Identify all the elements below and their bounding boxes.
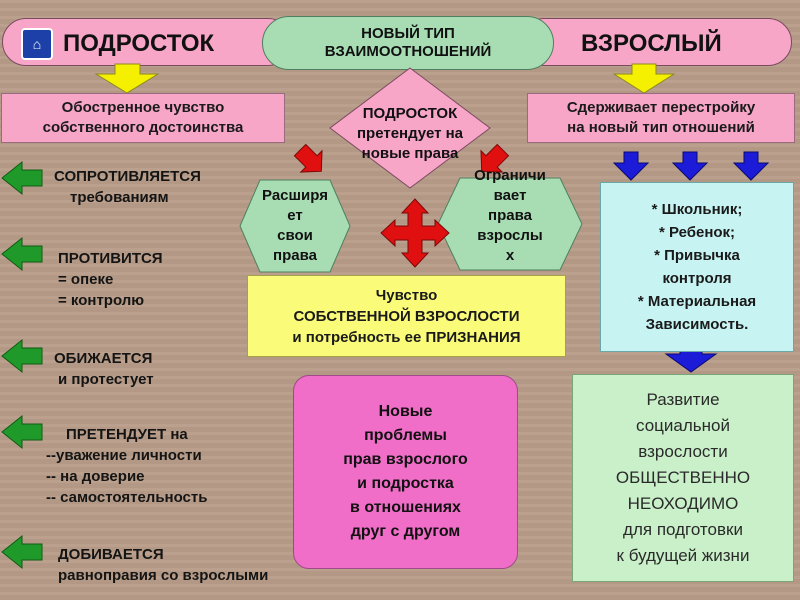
left-item-3-line1: ОБИЖАЕТСЯ	[54, 350, 153, 367]
social-line6: для подготовки	[623, 520, 743, 539]
social-line4: ОБЩЕСТВЕННО	[615, 468, 751, 487]
hex-left-line3: свои	[277, 227, 313, 244]
left-item-1: СОПРОТИВЛЯЕТСЯ требованиям	[54, 166, 201, 208]
dependency-line1: * Школьник;	[651, 201, 743, 218]
hexagon-left	[239, 179, 351, 273]
hex-left-text: Расширя ет свои права	[252, 186, 338, 270]
left-item-4-line1: ПРЕТЕНДУЕТ на	[66, 426, 188, 443]
teen-header-label: ПОДРОСТОК	[63, 30, 215, 57]
red-arrow-down-right	[480, 143, 510, 173]
social-line5: НЕОХОДИМО	[627, 494, 739, 513]
teen-logo-icon: ⌂	[21, 28, 53, 60]
hex-left-line2: ет	[287, 207, 303, 224]
hex-left-line4: права	[273, 247, 317, 264]
relationship-pill-line1: НОВЫЙ ТИП	[361, 25, 455, 42]
dignity-line2: собственного достоинства	[42, 119, 244, 136]
dependency-line3: * Привычка	[654, 247, 740, 264]
left-item-2-line1: ПРОТИВИТСЯ	[58, 250, 163, 267]
left-item-2-line3: = контролю	[58, 292, 145, 309]
red-arrow-down-left	[293, 143, 323, 173]
blue-down-arrow-2	[671, 151, 709, 181]
dependency-line2: * Ребенок;	[658, 224, 736, 241]
left-item-5-line1: ДОБИВАЕТСЯ	[58, 546, 164, 563]
left-item-5: ДОБИВАЕТСЯ равноправия со взрослыми	[58, 544, 268, 586]
green-left-arrow-4	[1, 414, 43, 450]
hex-right-text: Ограничи вает права взрослы х	[452, 166, 568, 270]
left-item-4: ПРЕТЕНДУЕТ на --уважение личности -- на …	[46, 424, 207, 508]
hex-right-line5: х	[505, 247, 515, 264]
relationship-pill-line2: ВЗАИМООТНОШЕНИЙ	[324, 43, 492, 60]
diamond-line2: претендует на	[356, 125, 464, 142]
dependency-box: * Школьник; * Ребенок; * Привычка контро…	[600, 182, 794, 352]
teen-header-pill: ⌂ ПОДРОСТОК	[2, 18, 292, 66]
central-diamond	[329, 67, 491, 189]
social-adulthood-box: Развитие социальной взрослости ОБЩЕСТВЕН…	[572, 374, 794, 582]
diamond-line1: ПОДРОСТОК	[362, 105, 458, 122]
hex-right-line2: вает	[493, 187, 527, 204]
new-problems-line5: в отношениях	[350, 499, 461, 516]
social-line2: социальной	[636, 416, 730, 435]
new-problems-line6: друг с другом	[350, 523, 461, 540]
green-left-arrow-3	[1, 338, 43, 374]
social-line3: взрослости	[638, 442, 728, 461]
hex-right-line4: взрослы	[477, 227, 543, 244]
social-line1: Развитие	[646, 390, 720, 409]
green-left-arrow-2	[1, 236, 43, 272]
restrain-line1: Сдерживает перестройку	[566, 99, 756, 116]
diamond-text: ПОДРОСТОК претендует на новые права	[330, 104, 490, 164]
adult-header-label: ВЗРОСЛЫЙ	[581, 30, 722, 57]
new-problems-line3: прав взрослого	[343, 451, 468, 468]
green-left-arrow-5	[1, 534, 43, 570]
left-item-3-line2: и протестует	[58, 371, 154, 388]
diamond-line3: новые права	[361, 145, 459, 162]
dependency-line5: * Материальная	[637, 293, 757, 310]
social-line7: к будущей жизни	[616, 546, 750, 565]
left-item-4-line3: -- на доверие	[46, 468, 145, 485]
adulthood-box: Чувство СОБСТВЕННОЙ ВЗРОСЛОСТИ и потребн…	[247, 275, 566, 357]
new-problems-line2: проблемы	[364, 427, 447, 444]
red-cross-arrow	[380, 198, 450, 268]
hex-right-line1: Ограничи	[474, 167, 546, 184]
left-item-1-line1: СОПРОТИВЛЯЕТСЯ	[54, 168, 201, 185]
green-left-arrows	[1, 160, 43, 570]
restrain-line2: на новый тип отношений	[567, 119, 755, 136]
adult-header-pill: ВЗРОСЛЫЙ	[520, 18, 792, 66]
green-left-arrow-1	[1, 160, 43, 196]
left-item-2-line2: = опеке	[58, 271, 114, 288]
dignity-line1: Обостренное чувство	[61, 99, 225, 116]
dependency-line4: контроля	[662, 270, 732, 287]
left-item-5-line2: равноправия со взрослыми	[58, 567, 269, 584]
restrain-box: Сдерживает перестройку на новый тип отно…	[527, 93, 795, 143]
adulthood-line1: Чувство	[375, 286, 438, 304]
dependency-line6: Зависимость.	[645, 316, 749, 333]
yellow-down-arrow-right	[612, 63, 676, 94]
blue-down-arrow-3	[732, 151, 770, 181]
new-problems-line1: Новые	[378, 403, 433, 420]
left-item-2: ПРОТИВИТСЯ = опеке = контролю	[58, 248, 163, 311]
new-problems-line4: и подростка	[357, 475, 454, 492]
left-item-1-line2: требованиям	[70, 189, 169, 206]
blue-down-arrow-1	[612, 151, 650, 181]
left-item-4-line4: -- самостоятельность	[46, 489, 208, 506]
adulthood-line3: и потребность ее ПРИЗНАНИЯ	[292, 328, 521, 346]
left-item-4-line2: --уважение личности	[46, 447, 202, 464]
dignity-box: Обостренное чувство собственного достоин…	[1, 93, 285, 143]
new-problems-box: Новые проблемы прав взрослого и подростк…	[293, 375, 518, 569]
left-item-3: ОБИЖАЕТСЯ и протестует	[54, 348, 154, 390]
hex-left-line1: Расширя	[262, 187, 328, 204]
yellow-down-arrow-left	[94, 63, 160, 94]
hex-right-line3: права	[488, 207, 532, 224]
adulthood-line2: СОБСТВЕННОЙ ВЗРОСЛОСТИ	[293, 307, 520, 325]
